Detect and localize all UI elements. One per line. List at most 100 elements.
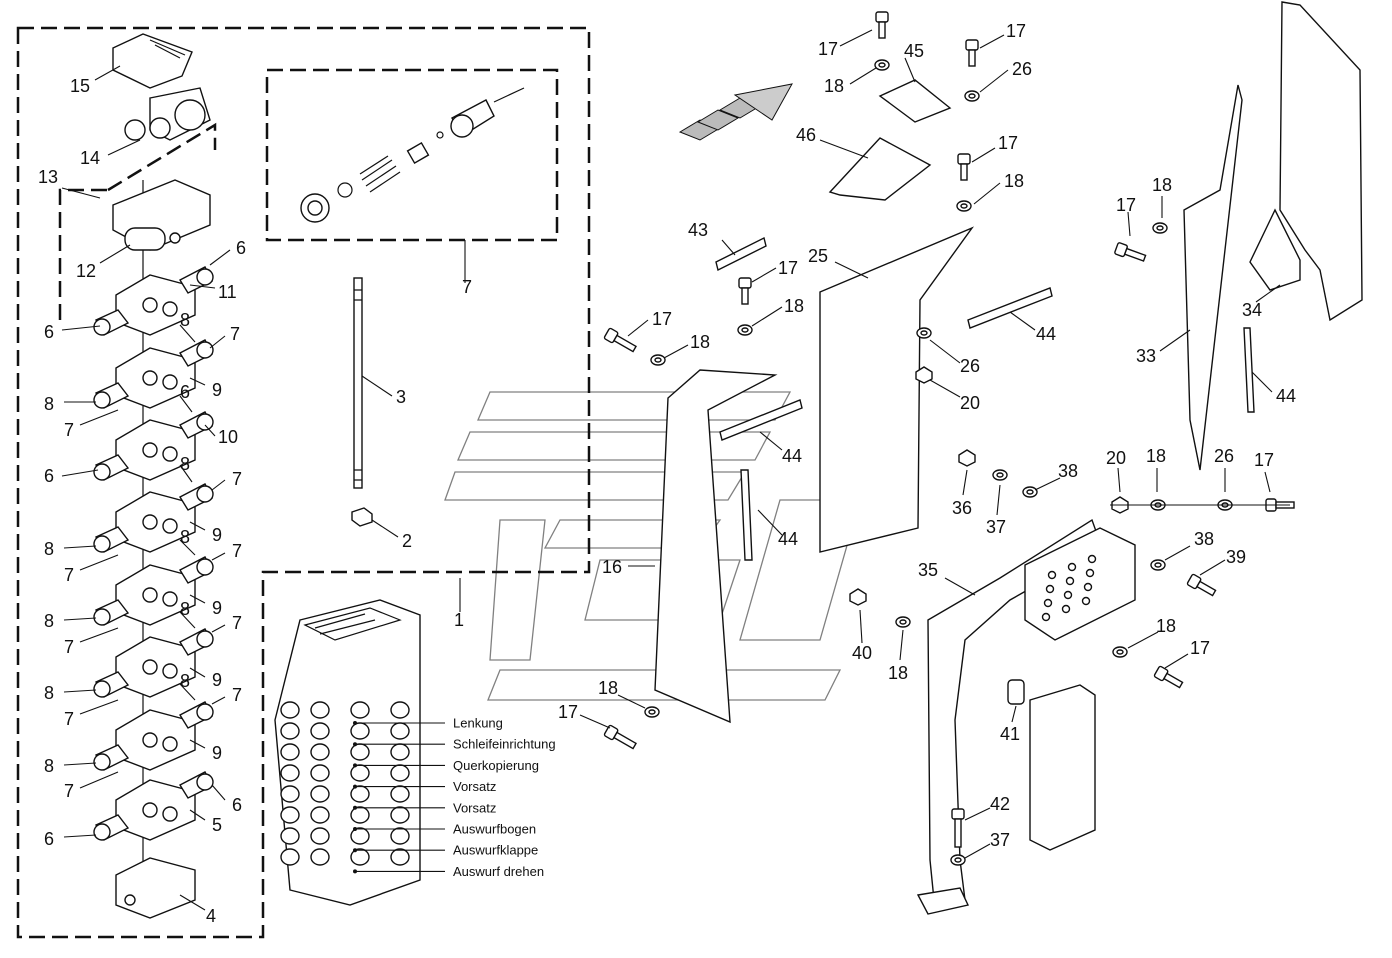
function-label: Vorsatz bbox=[453, 779, 496, 794]
callout-9: 9 bbox=[212, 525, 222, 545]
callout-17: 17 bbox=[1116, 195, 1136, 215]
leader-line bbox=[179, 464, 193, 483]
callout-8: 8 bbox=[44, 683, 54, 703]
leader-line bbox=[819, 139, 869, 159]
function-label-list: LenkungSchleifeinrichtungQuerkopierungVo… bbox=[353, 716, 556, 879]
hardware-items bbox=[603, 11, 1295, 866]
valve-section bbox=[93, 701, 214, 771]
leader-line bbox=[929, 379, 961, 398]
port bbox=[280, 743, 300, 761]
function-leader-dot bbox=[353, 721, 357, 725]
bolt bbox=[951, 808, 965, 848]
port bbox=[350, 827, 370, 845]
callout-7: 7 bbox=[462, 277, 472, 297]
callout-6: 6 bbox=[44, 466, 54, 486]
leader-line bbox=[859, 609, 863, 644]
plate-hole bbox=[1087, 554, 1097, 564]
port bbox=[350, 806, 370, 824]
leader-line bbox=[79, 409, 119, 426]
callout-9: 9 bbox=[212, 670, 222, 690]
callout-42: 42 bbox=[990, 794, 1010, 814]
port bbox=[390, 743, 410, 761]
port bbox=[280, 722, 300, 740]
callout-13: 13 bbox=[38, 167, 58, 187]
port bbox=[390, 848, 410, 866]
nut-2 bbox=[351, 507, 373, 527]
callout-8: 8 bbox=[180, 671, 190, 691]
callout-20: 20 bbox=[960, 393, 980, 413]
callout-8: 8 bbox=[44, 611, 54, 631]
callout-25: 25 bbox=[808, 246, 828, 266]
callout-18: 18 bbox=[1156, 616, 1176, 636]
port bbox=[390, 701, 410, 719]
callout-33: 33 bbox=[1136, 346, 1156, 366]
callout-7: 7 bbox=[64, 420, 74, 440]
bolt bbox=[603, 724, 637, 750]
function-label: Querkopierung bbox=[453, 758, 539, 773]
callout-7: 7 bbox=[232, 541, 242, 561]
end-plate-4 bbox=[115, 857, 196, 919]
callout-7: 7 bbox=[232, 469, 242, 489]
relief-valve-7 bbox=[300, 87, 525, 223]
leader-lines bbox=[61, 29, 1281, 911]
leader-line bbox=[663, 344, 689, 359]
callout-10: 10 bbox=[218, 427, 238, 447]
leader-line bbox=[929, 339, 961, 364]
leader-line bbox=[211, 479, 226, 491]
leader-line bbox=[211, 552, 226, 561]
function-leader-dot bbox=[353, 827, 357, 831]
function-leader-dot bbox=[353, 805, 357, 810]
valve-section bbox=[93, 483, 214, 553]
leader-line bbox=[964, 807, 991, 821]
leader-line bbox=[579, 714, 611, 729]
cover-45 bbox=[878, 79, 952, 123]
washer bbox=[1150, 559, 1166, 571]
function-label: Lenkung bbox=[453, 716, 503, 731]
plate-hole bbox=[1063, 590, 1073, 600]
direction-arrow bbox=[678, 83, 793, 141]
leader-line bbox=[1264, 471, 1271, 493]
port bbox=[310, 806, 330, 824]
washer bbox=[1022, 486, 1038, 498]
leader-line bbox=[61, 325, 101, 331]
plate-hole bbox=[1061, 604, 1071, 614]
strip-43 bbox=[715, 236, 767, 272]
plate-hole bbox=[1041, 612, 1051, 622]
leader-line bbox=[1011, 705, 1017, 723]
leader-line bbox=[1127, 631, 1159, 649]
callout-17: 17 bbox=[778, 258, 798, 278]
callout-9: 9 bbox=[212, 743, 222, 763]
cover-46 bbox=[828, 137, 932, 201]
washer bbox=[650, 354, 666, 366]
leader-line bbox=[63, 545, 97, 549]
callout-41: 41 bbox=[1000, 724, 1020, 744]
callout-8: 8 bbox=[44, 394, 54, 414]
panel-top-right bbox=[1279, 1, 1363, 322]
port bbox=[350, 722, 370, 740]
bracket-34 bbox=[1249, 208, 1301, 291]
port bbox=[310, 827, 330, 845]
bolt bbox=[875, 11, 889, 39]
relief-valve-boundary bbox=[265, 68, 559, 242]
valve-section bbox=[93, 771, 214, 841]
callout-8: 8 bbox=[44, 756, 54, 776]
leader-line bbox=[751, 267, 777, 283]
washer bbox=[992, 469, 1008, 481]
leader-line bbox=[63, 834, 97, 838]
bolt bbox=[738, 277, 752, 305]
leader-line bbox=[1251, 371, 1273, 393]
leader-line bbox=[189, 377, 206, 386]
callout-4: 4 bbox=[206, 906, 216, 926]
bolt bbox=[1114, 242, 1147, 262]
leader-line bbox=[189, 594, 206, 604]
callout-6: 6 bbox=[236, 238, 246, 258]
leader-line bbox=[211, 624, 226, 633]
leader-line bbox=[209, 249, 231, 266]
function-label: Vorsatz bbox=[453, 800, 496, 815]
plate-hole bbox=[1085, 568, 1095, 578]
callout-18: 18 bbox=[824, 76, 844, 96]
port bbox=[280, 764, 300, 782]
callout-44: 44 bbox=[782, 446, 802, 466]
leader-line bbox=[759, 431, 783, 451]
